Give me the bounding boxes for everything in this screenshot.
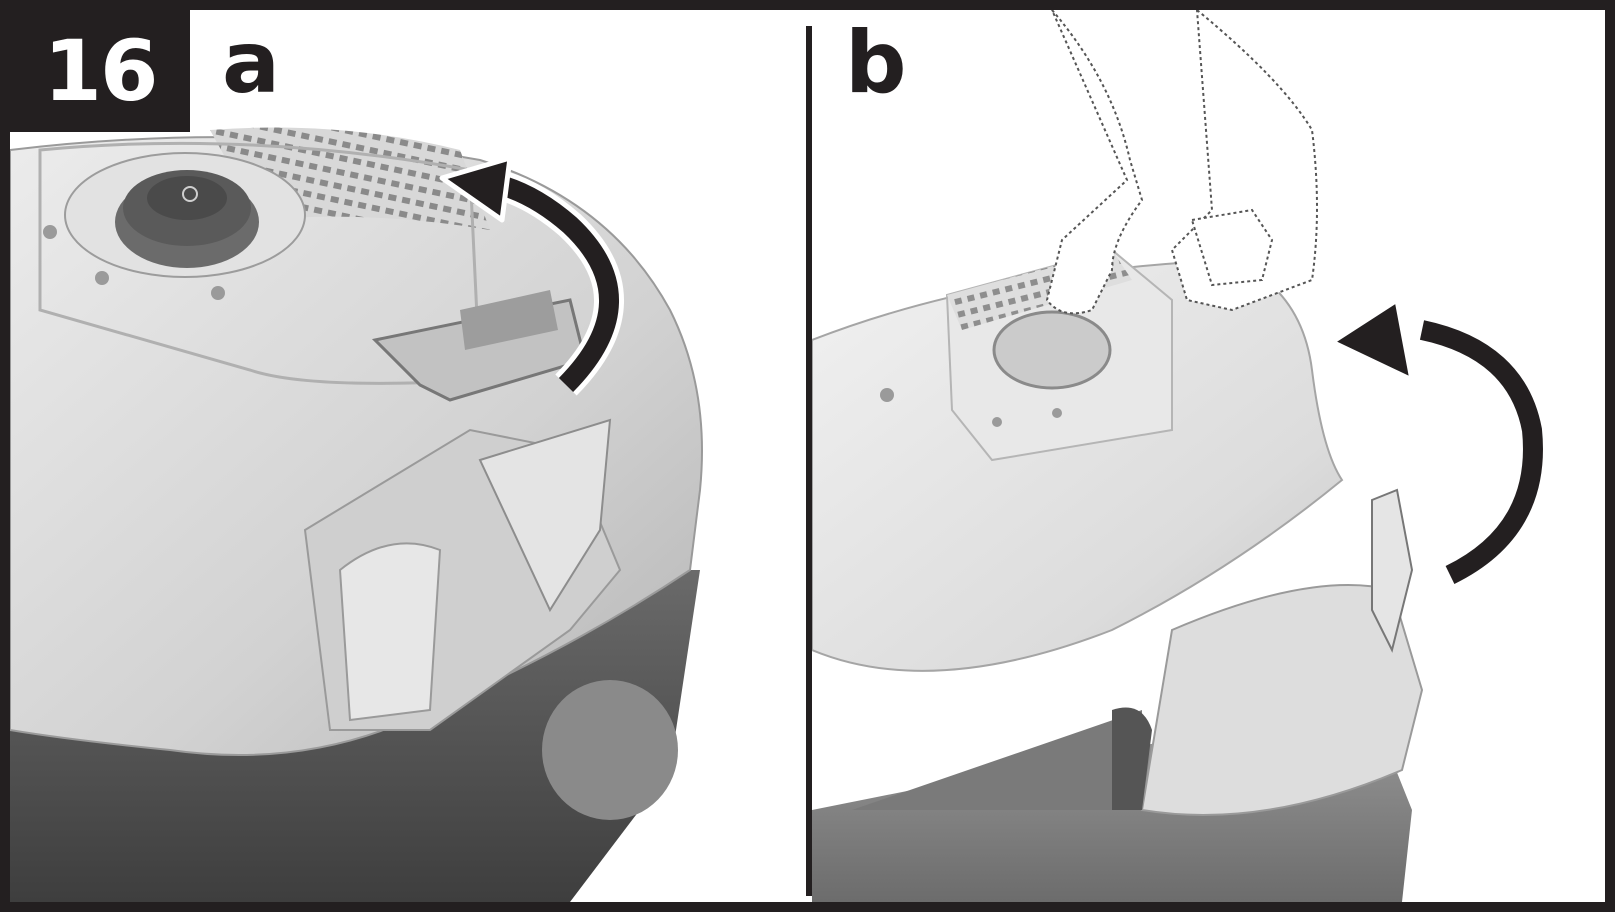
dial-marker	[43, 225, 57, 239]
latch	[1371, 488, 1414, 653]
dial-marker	[880, 388, 894, 402]
dial-marker	[1052, 408, 1062, 418]
bag-holder	[338, 542, 442, 722]
dial-opening	[992, 310, 1112, 390]
vacuum-lid-open-drawing	[812, 10, 1548, 902]
wheel	[542, 680, 678, 820]
step-number-badge: 16	[10, 10, 190, 132]
dial-marker	[211, 286, 225, 300]
panel-divider	[806, 26, 812, 896]
power-knob-icon	[115, 170, 259, 268]
curved-arrow-icon	[1329, 297, 1548, 589]
interior-cavity	[852, 710, 1142, 810]
interior-part	[1112, 707, 1152, 810]
panel-a-illustration	[10, 10, 806, 902]
panel-b-label: b	[845, 13, 907, 113]
hand-icon	[1045, 10, 1318, 315]
dial-marker	[95, 271, 109, 285]
panel-a-label: a	[222, 13, 281, 113]
dial-marker	[992, 417, 1002, 427]
latch-bracket	[478, 418, 612, 613]
open-body-shell	[1140, 584, 1424, 816]
curved-arrow-icon	[439, 155, 624, 396]
panel-b-illustration	[812, 10, 1605, 902]
handle-recess	[460, 290, 558, 350]
vacuum-lid-closed-drawing	[10, 127, 703, 902]
